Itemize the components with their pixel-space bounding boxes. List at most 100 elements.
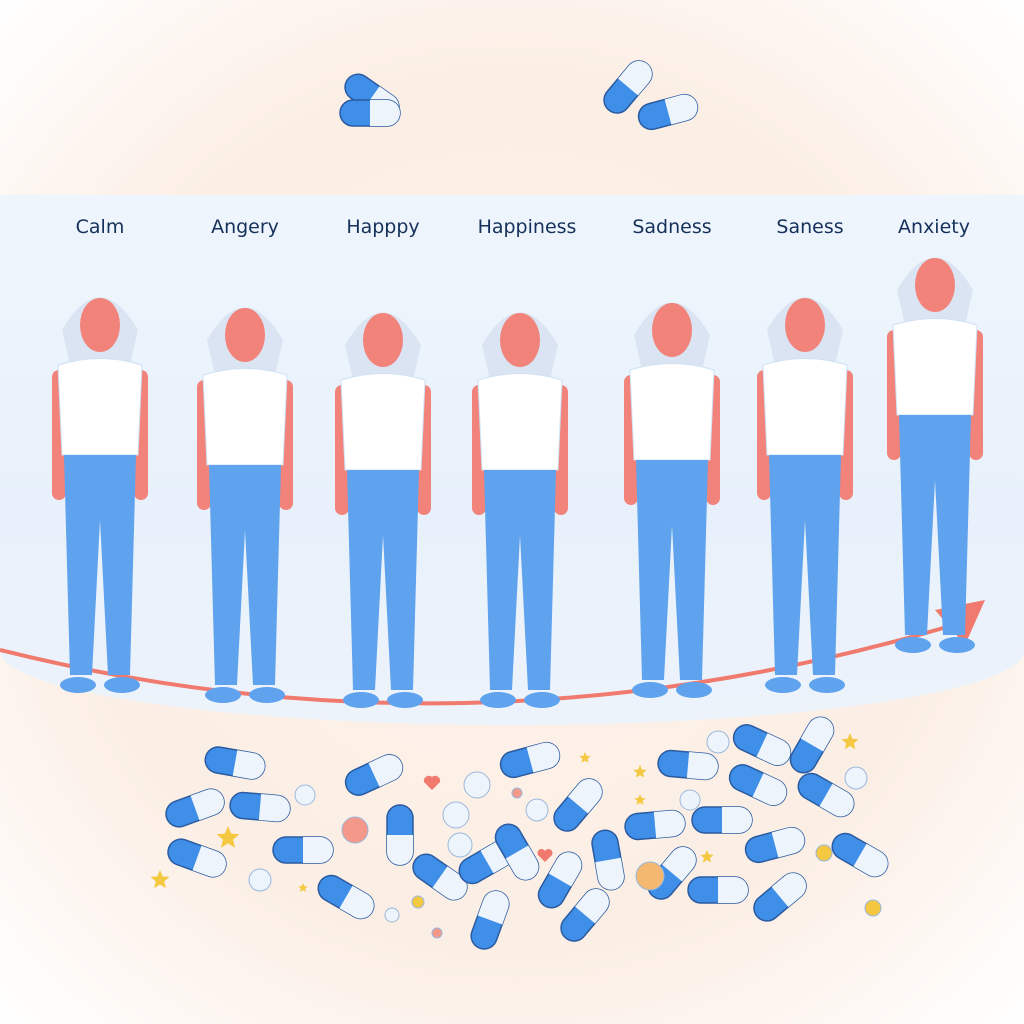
shirt	[202, 368, 288, 466]
left-shoe	[480, 692, 516, 708]
pill-capsule-7	[229, 791, 291, 823]
tablet-5	[447, 832, 473, 858]
tablet-2	[442, 801, 470, 829]
star-icon	[298, 883, 308, 893]
tablet-6	[635, 861, 665, 891]
right-shoe	[676, 682, 712, 698]
pill-capsule-24	[728, 764, 788, 806]
pill-capsule-26	[624, 809, 686, 841]
pill-capsule-5	[344, 754, 404, 796]
tablet-14	[411, 895, 425, 909]
left-shoe	[765, 677, 801, 693]
right-shoe	[524, 692, 560, 708]
pill-capsule-14	[494, 823, 540, 881]
label-anxiety: Anxiety	[898, 216, 970, 238]
label-happiness: Happiness	[477, 216, 577, 238]
pants	[769, 455, 841, 675]
pill-capsule-23	[789, 716, 835, 774]
tablet-4	[525, 798, 549, 822]
pill-capsule-21	[657, 749, 719, 781]
pill-capsule-1	[339, 99, 401, 127]
shirt	[57, 358, 143, 456]
pill-capsule-18	[537, 851, 583, 909]
star-icon	[841, 733, 859, 750]
star-icon	[634, 794, 646, 805]
star-icon	[579, 752, 591, 763]
pill-capsule-19	[560, 888, 610, 942]
pants	[899, 415, 971, 635]
pill-capsule-27	[691, 806, 753, 834]
right-shoe	[939, 637, 975, 653]
tablet-10	[815, 844, 833, 862]
pill-capsule-4	[204, 746, 266, 780]
woman-figure-happpy	[335, 312, 431, 708]
pill-capsule-20	[470, 890, 510, 950]
left-shoe	[632, 682, 668, 698]
woman-figure-happiness	[472, 312, 568, 708]
label-calm: Calm	[75, 216, 125, 238]
woman-figure-angery	[197, 307, 293, 703]
pill-capsule-11	[317, 874, 375, 920]
right-shoe	[104, 677, 140, 693]
tablet-3	[463, 771, 491, 799]
pill-capsule-17	[591, 829, 625, 891]
shirt	[340, 373, 426, 471]
right-shoe	[249, 687, 285, 703]
star-icon	[633, 765, 647, 778]
pill-capsule-9	[272, 836, 334, 864]
tablet-8	[679, 789, 701, 811]
pill-capsule-32	[831, 832, 889, 878]
tablet-11	[864, 899, 882, 917]
shirt	[629, 363, 715, 461]
label-happpy: Happpy	[346, 216, 420, 238]
star-icon	[700, 850, 714, 863]
tablet-13	[384, 907, 400, 923]
pill-capsule-30	[687, 876, 749, 904]
left-shoe	[895, 637, 931, 653]
pants	[209, 465, 281, 685]
pill-capsule-10	[167, 838, 227, 878]
tablet-16	[511, 787, 523, 799]
face	[80, 298, 120, 352]
shirt	[477, 373, 563, 471]
pants	[636, 460, 708, 680]
pants	[484, 470, 556, 690]
face	[785, 298, 825, 352]
pill-capsule-22	[732, 724, 792, 766]
woman-figure-calm	[52, 297, 148, 693]
pill-capsule-31	[753, 872, 807, 922]
pill-capsule-15	[499, 741, 561, 779]
label-sadness: Sadness	[632, 216, 712, 238]
label-angery: Angery	[211, 216, 279, 238]
left-shoe	[205, 687, 241, 703]
face	[652, 303, 692, 357]
face	[500, 313, 540, 367]
tablet-7	[706, 730, 730, 754]
pill-capsule-12	[412, 853, 468, 901]
woman-figure-sadness	[624, 302, 720, 698]
pill-capsule-6	[165, 788, 225, 828]
heart-icon	[423, 775, 441, 790]
woman-figure-anxiety	[887, 257, 983, 653]
left-shoe	[343, 692, 379, 708]
pill-capsule-28	[744, 826, 806, 864]
pill-capsule-25	[797, 772, 855, 818]
right-shoe	[387, 692, 423, 708]
shirt	[762, 358, 848, 456]
label-saness: Saness	[776, 216, 844, 238]
left-shoe	[60, 677, 96, 693]
heart-icon	[537, 848, 553, 862]
pill-capsule-16	[553, 778, 603, 832]
star-icon	[150, 870, 170, 889]
pants	[347, 470, 419, 690]
pants	[64, 455, 136, 675]
tablet-15	[431, 927, 443, 939]
pill-capsule-2	[603, 60, 653, 114]
star-icon	[216, 826, 240, 848]
pill-capsule-3	[637, 93, 699, 131]
pill-capsule-8	[386, 804, 414, 866]
tablet-9	[844, 766, 868, 790]
tablet-1	[341, 816, 369, 844]
shirt	[892, 318, 978, 416]
